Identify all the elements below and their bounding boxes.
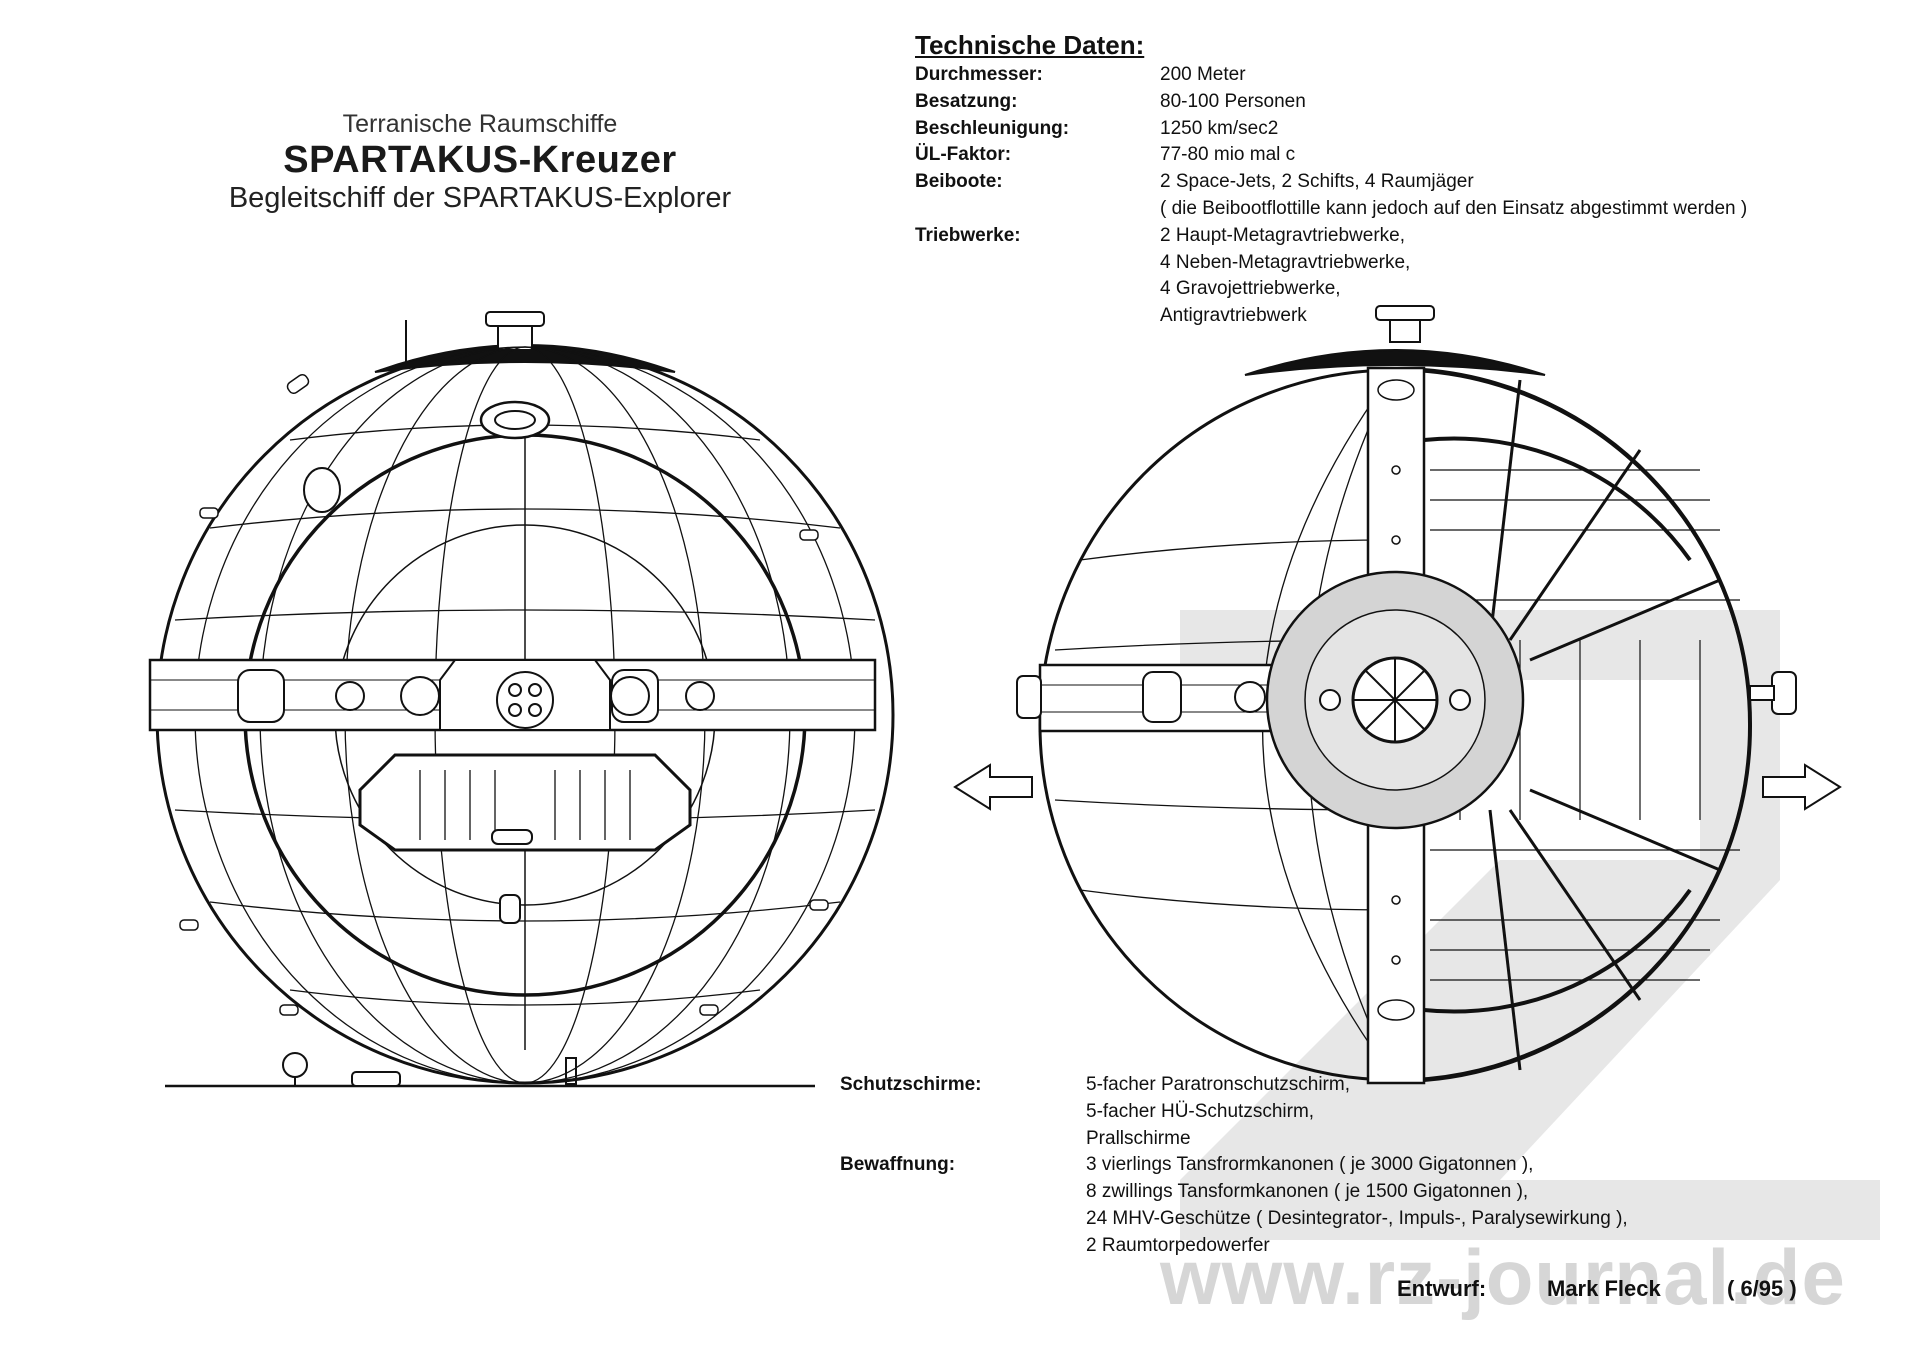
spec-row: 4 Gravojettriebwerke, (915, 276, 1747, 303)
spec-value: 2 Raumtorpedowerfer (1086, 1234, 1270, 1256)
spec-row: Triebwerke: 2 Haupt-Metagravtriebwerke, (915, 223, 1747, 250)
credits-date: ( 6/95 ) (1727, 1276, 1797, 1301)
spec-row: Bewaffnung: 3 vierlings Tansfrormkanonen … (840, 1152, 1628, 1179)
spec-value: 24 MHV-Geschütze ( Desintegrator-, Impul… (1086, 1207, 1628, 1229)
spec-label (840, 1179, 1086, 1206)
spec-row: 2 Raumtorpedowerfer (840, 1233, 1628, 1260)
spec-value: 2 Space-Jets, 2 Schifts, 4 Raumjäger (1160, 171, 1474, 193)
credits: Entwurf: Mark Fleck ( 6/95 ) (1397, 1276, 1797, 1302)
central-hatch (496, 671, 554, 729)
spec-label: ÜL-Faktor: (915, 144, 1012, 166)
top-port (479, 400, 551, 440)
spec-label: Besatzung: (915, 90, 1018, 112)
credits-label: Entwurf: (1397, 1276, 1487, 1301)
top-cap (374, 344, 676, 373)
spec-value: 5-facher HÜ-Schutzschirm, (1086, 1100, 1315, 1122)
ship-tagline: Begleitschiff der SPARTAKUS-Explorer (228, 182, 732, 214)
title-block: Terranische Raumschiffe SPARTAKUS-Kreuze… (160, 110, 800, 215)
spec-label: Beiboote: (915, 171, 1003, 193)
series-subtitle: Terranische Raumschiffe (342, 110, 618, 138)
spec-row: Durchmesser: 200 Meter (915, 62, 1747, 89)
spec-row: 8 zwillings Tansformkanonen ( je 1500 Gi… (840, 1179, 1628, 1206)
spec-row: Besatzung: 80-100 Personen (915, 89, 1747, 116)
spec-row: ( die Beibootflottille kann jedoch auf d… (915, 196, 1747, 223)
spec-value: 5-facher Paratronschutzschirm, (1086, 1074, 1350, 1095)
spec-value: 4 Neben-Metagravtriebwerke, (1160, 251, 1411, 273)
arrow-right (1762, 763, 1842, 811)
logo-watermark (1180, 610, 1880, 1240)
front-view-ship (148, 311, 895, 1088)
spec-row: Prallschirme (840, 1126, 1628, 1153)
spec-value: 1250 km/sec2 (1160, 117, 1279, 139)
spec-row: ÜL-Faktor: 77-80 mio mal c (915, 142, 1747, 169)
watermark-text: www.rz-journal.de (1160, 1233, 1846, 1321)
spec-row: 4 Neben-Metagravtriebwerke, (915, 250, 1747, 277)
spec-label: Triebwerke: (915, 224, 1021, 246)
ground-vehicle (351, 1071, 401, 1087)
spec-value: ( die Beibootflottille kann jedoch auf d… (1160, 197, 1748, 219)
spec-row: Beschleunigung: 1250 km/sec2 (915, 116, 1747, 143)
hangar-bay (358, 753, 692, 852)
spec-label (840, 1206, 1086, 1233)
spec-row: Antigravtriebwerk (915, 303, 1747, 330)
spec-label (840, 1233, 1086, 1260)
spec-row: Beiboote: 2 Space-Jets, 2 Schifts, 4 Raum… (915, 169, 1747, 196)
spec-heading: Technische Daten: (915, 30, 1145, 60)
tree (282, 1052, 308, 1078)
rim-nodules (179, 373, 829, 1016)
spec-value: 77-80 mio mal c (1160, 144, 1296, 166)
spec-label: Schutzschirme: (840, 1074, 982, 1095)
spec-row: 5-facher HÜ-Schutzschirm, (840, 1099, 1628, 1126)
spec-value: 200 Meter (1160, 64, 1246, 85)
spec-value: 4 Gravojettriebwerke, (1160, 278, 1341, 300)
defense-table: Schutzschirme: 5-facher Paratronschutzsch… (840, 1072, 1628, 1260)
spec-label (840, 1099, 1086, 1126)
spec-label (840, 1126, 1086, 1153)
spec-label: Bewaffnung: (840, 1154, 956, 1176)
ship-title: SPARTAKUS-Kreuzer (283, 139, 677, 181)
belt-ports (237, 659, 715, 731)
spec-value: 8 zwillings Tansformkanonen ( je 1500 Gi… (1086, 1181, 1529, 1203)
spec-row: 24 MHV-Geschütze ( Desintegrator-, Impul… (840, 1206, 1628, 1233)
credits-author: Mark Fleck (1547, 1276, 1661, 1301)
spec-label: Beschleunigung: (915, 117, 1070, 139)
spec-value: 2 Haupt-Metagravtriebwerke, (1160, 224, 1405, 246)
spec-value: Prallschirme (1086, 1127, 1191, 1149)
arrow-left (953, 763, 1033, 811)
spec-value: 3 vierlings Tansfrormkanonen ( je 3000 G… (1086, 1154, 1534, 1176)
spec-label: Durchmesser: (915, 64, 1043, 85)
deck-section (1423, 368, 1753, 1082)
spec-value: Antigravtriebwerk (1160, 305, 1307, 327)
spec-row: Schutzschirme: 5-facher Paratronschutzsch… (840, 1072, 1628, 1099)
section-view-ship (953, 305, 1842, 1085)
spec-value: 80-100 Personen (1160, 90, 1306, 112)
